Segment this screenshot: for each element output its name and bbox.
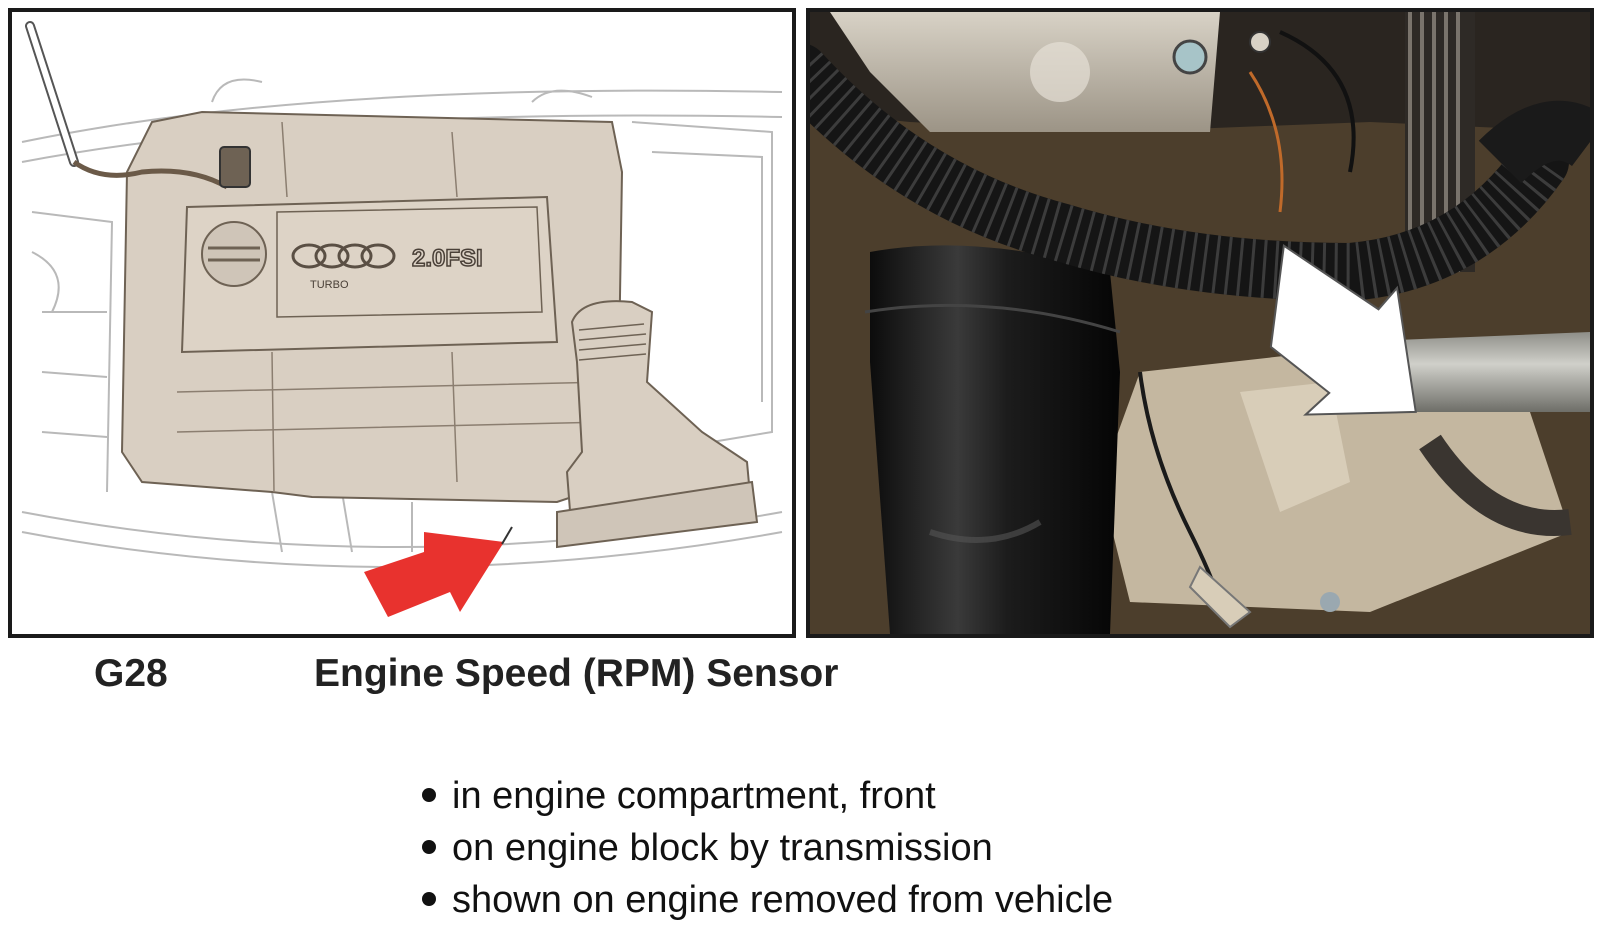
location-note: on engine block by transmission (422, 822, 1113, 874)
engine-illustration-svg: 2.0FSI TURBO (21, 21, 783, 617)
engine-block-metal (830, 12, 1220, 132)
location-note: shown on engine removed from vehicle (422, 874, 1113, 926)
bullet-icon (422, 839, 436, 854)
bullet-icon (422, 787, 436, 802)
electrical-connector (219, 146, 251, 188)
engine-badge-text: 2.0FSI (412, 245, 483, 272)
engine-compartment-illustration: 2.0FSI TURBO (8, 8, 796, 638)
white-indicator-arrow (1269, 243, 1417, 416)
engine-photo-svg (810, 12, 1590, 634)
location-note-text: in engine compartment, front (452, 775, 936, 817)
compartment-linework (21, 78, 783, 568)
component-name: Engine Speed (RPM) Sensor (314, 652, 839, 695)
sensor-plug (1188, 565, 1252, 629)
bullet-icon (422, 891, 436, 906)
audi-rings-logo (291, 243, 396, 269)
air-intake-duct (556, 300, 759, 549)
engine-photo (806, 8, 1594, 638)
location-note-text: on engine block by transmission (452, 827, 993, 869)
engine-badge-subtext: TURBO (310, 279, 349, 291)
corrugated-hose (810, 45, 1590, 302)
location-note-text: shown on engine removed from vehicle (452, 879, 1114, 921)
arrow-leader-line (501, 526, 513, 545)
oil-cap (201, 221, 267, 287)
red-indicator-arrow (364, 532, 504, 617)
coolant-pipe (870, 245, 1120, 634)
component-code: G28 (94, 652, 168, 695)
sensor-wire (72, 159, 229, 190)
location-notes: in engine compartment, front on engine b… (422, 770, 1113, 926)
location-note: in engine compartment, front (422, 770, 1113, 822)
engine-cover: 2.0FSI TURBO (120, 110, 624, 504)
